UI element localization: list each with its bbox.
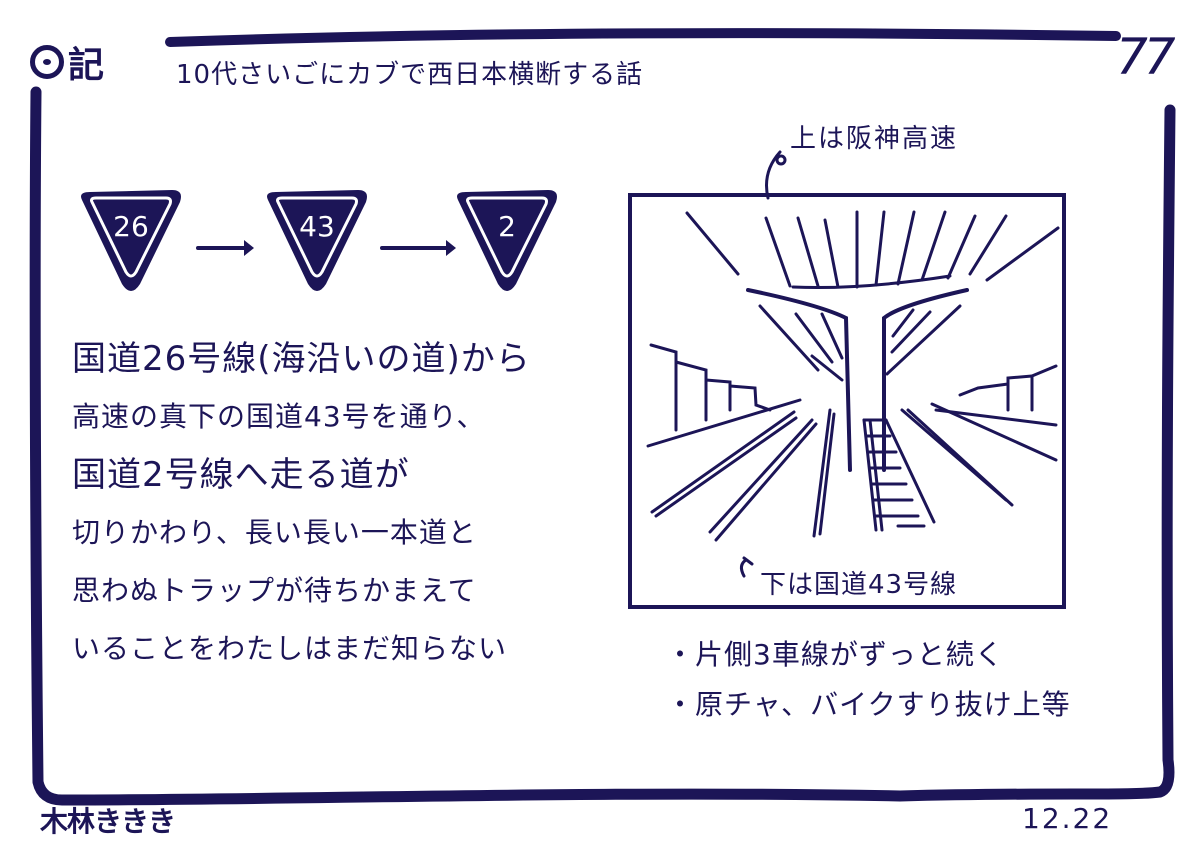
arrow-right-icon	[380, 240, 456, 256]
journal-mark: 記	[30, 36, 104, 88]
story-line: 切りかわり、長い長い一本道と	[72, 516, 477, 549]
route-number: 2	[498, 210, 516, 243]
route-number: 43	[299, 210, 335, 243]
route-shield-icon	[457, 190, 557, 291]
note-line: ・原チャ、バイクすり抜け上等	[666, 688, 1071, 721]
route-shield-icon	[81, 190, 181, 291]
story-line: 思わぬトラップが待ちかまえて	[72, 574, 477, 607]
route-sign-2: 2	[452, 186, 562, 296]
story-line: 国道2号線へ走る道が	[72, 455, 410, 495]
route-shield-icon	[267, 190, 367, 291]
story-line: 国道26号線(海沿いの道)から	[72, 339, 531, 379]
route-sign-26: 26	[76, 186, 186, 296]
date: 12.22	[1022, 802, 1113, 835]
route-sign-sequence: 26 43 2	[76, 186, 557, 296]
illustration-label-bottom: 下は国道43号線	[760, 570, 958, 600]
notes: ・片側3車線がずっと続く ・原チャ、バイクすり抜け上等	[666, 630, 1071, 730]
highway-illustration	[628, 150, 1066, 609]
sun-circle-icon	[30, 45, 64, 79]
story-text: 国道26号線(海沿いの道)から 高速の真下の国道43号を通り、 国道2号線へ走る…	[72, 330, 612, 678]
page-title: 10代さいごにカブで西日本横断する話	[176, 60, 644, 90]
illustration-label-top: 上は阪神高速	[790, 124, 959, 154]
journal-mark-text: 記	[68, 45, 104, 86]
author-signature: 木林ききき	[40, 805, 176, 838]
note-line: ・片側3車線がずっと続く	[666, 638, 1004, 671]
page-number: 77	[1116, 28, 1176, 86]
story-line: いることをわたしはまだ知らない	[72, 632, 508, 665]
arrow-right-icon	[196, 240, 254, 256]
route-sign-43: 43	[262, 186, 372, 296]
story-line: 高速の真下の国道43号を通り、	[72, 400, 486, 433]
route-number: 26	[113, 210, 149, 243]
